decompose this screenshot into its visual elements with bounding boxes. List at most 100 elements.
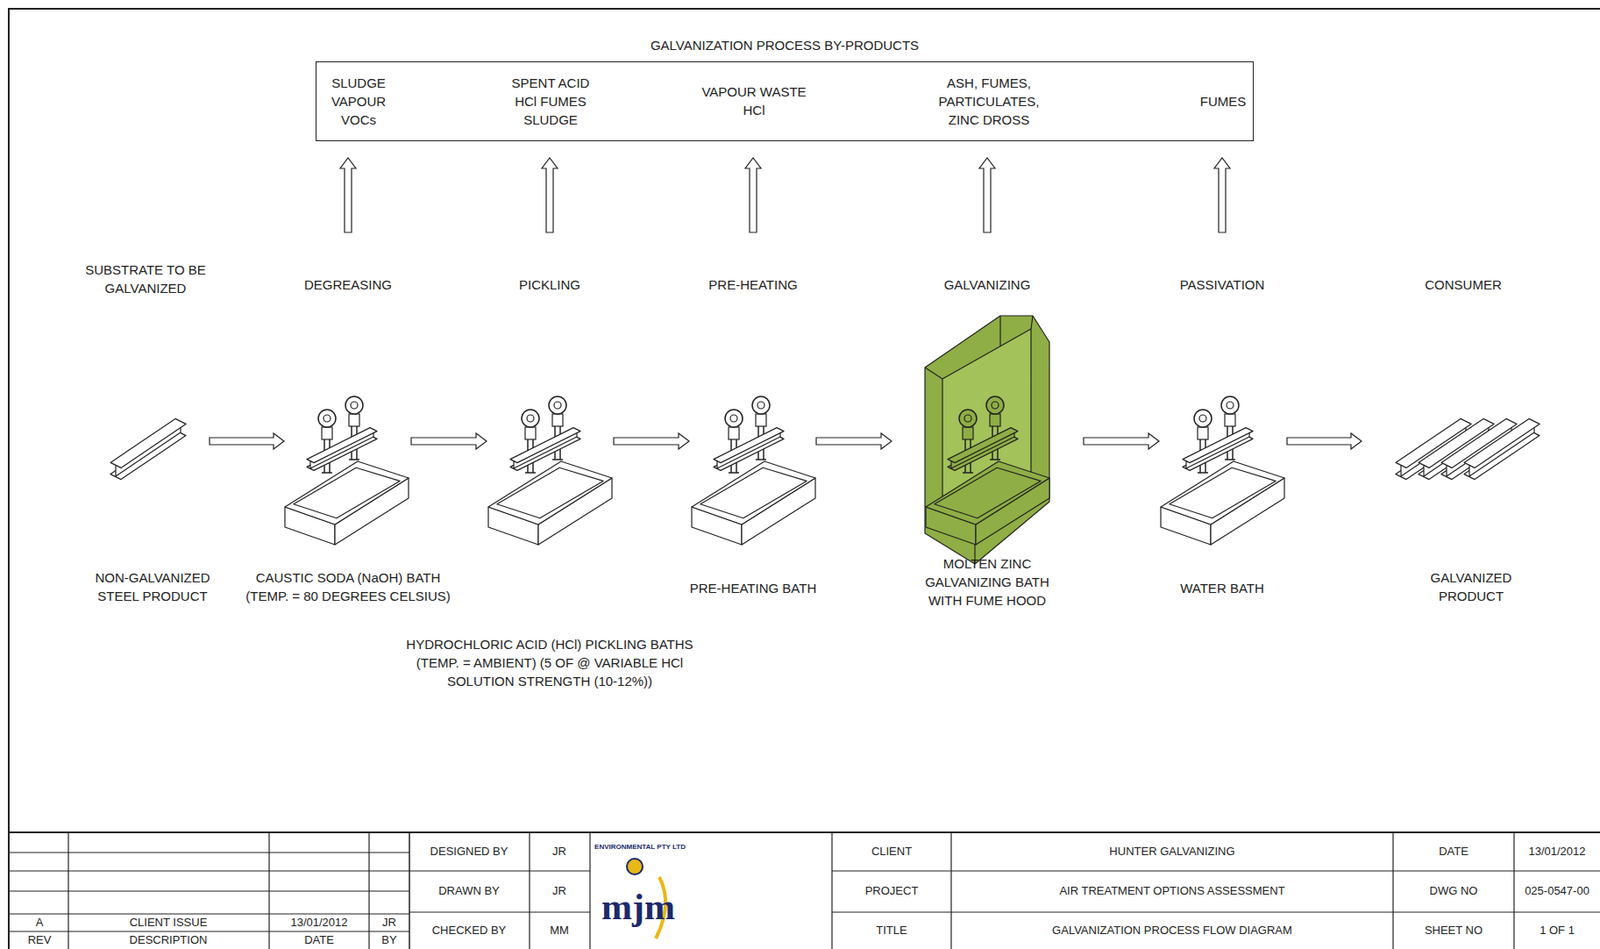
table-cell: PROJECT	[865, 882, 919, 899]
hoist-wheel	[548, 396, 567, 414]
table-cell: DATE	[1438, 843, 1469, 860]
hoist-wheel	[521, 409, 540, 427]
table-cell: TITLE	[875, 922, 907, 939]
table-cell: HUNTER GALVANIZING	[1109, 843, 1235, 860]
table-line	[409, 869, 591, 871]
by-product-arrow	[340, 157, 356, 233]
table-line	[528, 832, 530, 949]
table-cell: CLIENT	[871, 843, 912, 860]
stage-heading: PASSIVATION	[1180, 275, 1266, 294]
bath-label: NON-GALVANIZED STEEL PRODUCT	[82, 568, 223, 605]
hoist-wheel	[959, 409, 977, 427]
hoist-body	[728, 426, 740, 440]
fume-hood-edge	[1031, 315, 1033, 329]
logo-dot	[626, 858, 643, 875]
hoist-wheel	[318, 409, 336, 427]
table-cell: GALVANIZATION PROCESS FLOW DIAGRAM	[1052, 922, 1293, 939]
table-line	[831, 832, 832, 949]
tank-opening	[700, 467, 807, 519]
logo-text: mjm	[601, 888, 676, 925]
table-cell: JR	[382, 914, 397, 931]
title-block-line	[8, 831, 1600, 833]
stage-heading: PICKLING	[519, 275, 581, 294]
hoist-hub	[350, 401, 358, 409]
stage-heading: GALVANIZING	[944, 275, 1032, 294]
by-product-arrow	[1214, 157, 1231, 233]
by-product-text: FUMES	[1200, 92, 1247, 111]
hoist-body	[348, 413, 360, 427]
beam-flange	[713, 427, 784, 463]
hoist-hook	[1197, 471, 1209, 474]
table-cell: 1 OF 1	[1539, 922, 1575, 939]
hoist-hub	[730, 414, 738, 422]
bath-label: GALVANIZED PRODUCT	[1414, 568, 1529, 605]
flow-arrow	[816, 433, 892, 449]
stage-heading: CONSUMER	[1424, 275, 1502, 294]
table-cell: DATE	[304, 931, 335, 948]
hoist-hub	[554, 401, 562, 409]
table-cell: 13/01/2012	[1528, 843, 1586, 860]
by-product-text: SLUDGE VAPOUR VOCs	[323, 73, 394, 129]
hoist-body	[755, 413, 767, 427]
by-product-text: SPENT ACID HCl FUMES SLUDGE	[506, 73, 595, 129]
flow-arrow	[1083, 433, 1160, 449]
hoist-wheel	[1221, 396, 1239, 414]
table-line	[589, 832, 591, 949]
beam-flange	[306, 427, 377, 463]
beam-flange	[1182, 427, 1253, 463]
hoist-hook	[321, 471, 333, 474]
table-cell: JR	[552, 882, 567, 899]
table-cell: CHECKED BY	[432, 922, 507, 939]
table-line	[832, 869, 1600, 871]
by-product-text: ASH, FUMES, PARTICULATES, ZINC DROSS	[923, 73, 1055, 129]
hoist-body	[321, 426, 333, 440]
tank-opening	[497, 467, 604, 519]
hoist-body	[525, 426, 536, 440]
hoist-hook	[989, 458, 1001, 461]
hoist-hub	[526, 414, 534, 422]
hoist-hub	[991, 401, 999, 409]
table-cell: MM	[549, 922, 569, 939]
table-line	[1392, 832, 1394, 949]
hoist-hub	[757, 401, 765, 409]
hoist-hook	[348, 458, 360, 461]
flow-arrow	[1287, 433, 1362, 449]
table-cell: 13/01/2012	[290, 914, 348, 931]
beam-flange	[1464, 418, 1540, 468]
table-cell: DESCRIPTION	[129, 931, 208, 948]
stage-heading: DEGREASING	[304, 275, 392, 294]
table-cell: REV	[28, 931, 52, 948]
tank-opening	[293, 467, 400, 519]
by-product-text: VAPOUR WASTE HCl	[696, 82, 811, 120]
tank-opening	[934, 467, 1041, 519]
hoist-body	[1197, 426, 1209, 440]
fume-hood	[924, 315, 1050, 564]
table-cell: A	[35, 914, 44, 931]
table-line	[368, 832, 370, 949]
hoist-body	[552, 413, 563, 427]
logo-text: ENVIRONMENTAL PTY LTD	[594, 841, 686, 852]
bath-label: MOLTEN ZINC GALVANIZING BATH WITH FUME H…	[910, 554, 1065, 610]
table-line	[1513, 832, 1515, 949]
table-cell: 025-0547-00	[1524, 882, 1590, 899]
flow-arrow	[613, 433, 690, 449]
hoist-hub	[323, 414, 331, 422]
hoist-wheel	[986, 396, 1004, 414]
hoist-wheel	[1194, 409, 1212, 427]
stage-heading: PRE-HEATING	[708, 275, 797, 294]
tank-rim	[691, 461, 816, 525]
hoist-body	[989, 413, 1001, 427]
flow-arrow	[209, 433, 285, 449]
table-line	[950, 832, 952, 949]
hoist-body	[1224, 413, 1236, 427]
drawing-border	[8, 8, 1600, 949]
fume-hood-edge	[924, 367, 943, 379]
hoist-wheel	[345, 396, 363, 414]
tank-rim	[488, 461, 612, 525]
tank-rim	[1160, 461, 1285, 525]
hoist-hook	[552, 458, 563, 461]
hoist-hook	[728, 471, 740, 474]
table-cell: CLIENT ISSUE	[129, 914, 208, 931]
